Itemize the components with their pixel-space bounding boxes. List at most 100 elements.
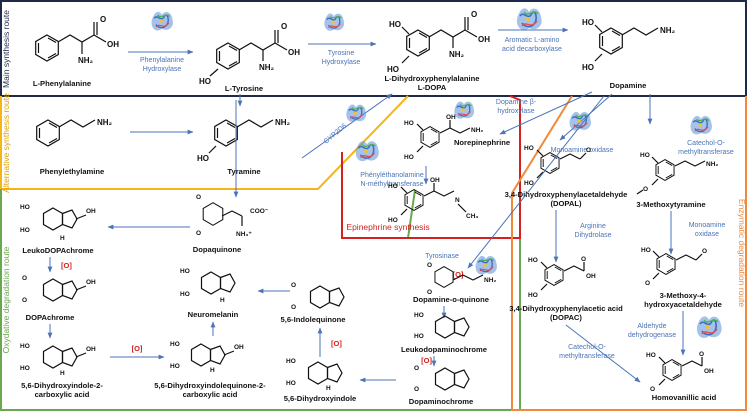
svg-text:HO: HO: [528, 257, 538, 264]
mao2-label-1: Monoamine: [689, 222, 726, 229]
oxidative-route-frame: [0, 189, 521, 411]
svg-text:OH: OH: [234, 344, 244, 351]
ox-label-3: [O]: [331, 339, 342, 348]
svg-text:OH: OH: [107, 40, 119, 49]
svg-text:O: O: [643, 186, 648, 193]
svg-text:HO: HO: [286, 380, 296, 387]
neuromelanin-structure: HO HO H: [180, 268, 236, 304]
svg-text:HO: HO: [389, 20, 401, 29]
protein-icon: [689, 115, 713, 136]
mhpa-label-1: 3-Methoxy-4-: [660, 291, 707, 300]
mao1-label: Monoamine oxidase: [551, 147, 614, 154]
svg-text:O: O: [281, 22, 287, 31]
protein-icon: [323, 12, 345, 32]
enzymatic-route-frame: [511, 95, 747, 411]
svg-text:HO: HO: [414, 333, 424, 340]
protein-icon: [345, 103, 367, 123]
oxidative-route-label: Oxydative degradation route: [1, 246, 11, 353]
svg-text:O: O: [414, 365, 419, 372]
comt1-label-2: methyltransferase: [678, 149, 734, 156]
methoxytyramine-structure: HO O NH₂: [636, 152, 718, 195]
svg-text:NH₂: NH₂: [259, 63, 275, 72]
svg-text:H: H: [210, 367, 215, 374]
ldopa-structure: HO HO O OH NH₂: [387, 10, 490, 74]
tyrosine-structure: HO O OH NH₂: [199, 22, 300, 86]
dopamine-oquinone-structure: O O NH₂: [427, 262, 496, 296]
svg-text:O: O: [196, 230, 201, 237]
ox-label-5: [O]: [421, 356, 432, 365]
ldopa-label: L-Dihydroxyphenylalanine: [385, 74, 480, 83]
svg-text:O: O: [196, 194, 201, 201]
protein-icon: [474, 255, 498, 276]
svg-text:HO: HO: [20, 365, 30, 372]
svg-text:HO: HO: [199, 77, 211, 86]
dhicq-label-1: 5,6-Dihydroxyindolequinone-2-: [154, 381, 266, 390]
epinephrine-structure: HO HO OH N CH₃: [388, 177, 478, 224]
svg-text:O: O: [427, 262, 432, 269]
dhica-label-2: carboxylic acid: [35, 390, 90, 399]
svg-text:NH₂: NH₂: [449, 50, 465, 59]
phenylalanine-structure: O OH NH₂: [35, 15, 119, 65]
ox-label-2: [O]: [132, 344, 143, 353]
svg-text:HO: HO: [414, 312, 424, 319]
dopamine-label: Dopamine: [610, 81, 647, 90]
indolequinone-structure: O O: [291, 282, 345, 311]
protein-icon: [696, 315, 723, 339]
dopac-to-hva-arrow: [565, 324, 641, 383]
svg-text:CH₃: CH₃: [466, 213, 478, 220]
dopachrome-structure: O O OH: [22, 275, 96, 304]
svg-text:H: H: [60, 370, 65, 377]
pnmt-label-1: Phényléthanolamine: [360, 172, 424, 179]
svg-text:acid decarboxylase: acid decarboxylase: [502, 46, 562, 53]
svg-text:O: O: [645, 280, 650, 287]
ldopa-abbr-label: L-DOPA: [418, 83, 447, 92]
svg-text:NH₂: NH₂: [97, 118, 113, 127]
svg-text:HO: HO: [388, 217, 398, 224]
aldh-label-1: Aldehyde: [637, 323, 666, 330]
svg-text:NH₂: NH₂: [471, 127, 483, 134]
svg-text:HO: HO: [20, 204, 30, 211]
pah-enzyme: Phenylalanine Hydroxylase: [128, 11, 194, 73]
svg-text:HO: HO: [170, 341, 180, 348]
svg-text:OH: OH: [704, 368, 714, 375]
neuromelanin-label: Neuromelanin: [188, 310, 239, 319]
dhica-structure: HO HO H OH: [20, 343, 96, 377]
svg-text:HO: HO: [528, 292, 538, 299]
svg-text:HO: HO: [582, 18, 594, 27]
dopamine-oquinone-label: Dopamine-o-quinone: [413, 295, 489, 304]
svg-text:HO: HO: [640, 152, 650, 159]
methoxytyramine-label: 3-Methoxytyramine: [636, 200, 705, 209]
ox-label-1: [O]: [61, 261, 72, 270]
dopaminochrome-structure: O O: [414, 365, 470, 393]
svg-text:OH: OH: [586, 273, 596, 280]
svg-text:HO: HO: [641, 247, 651, 254]
phenylalanine-label: L-Phenylalanine: [33, 79, 91, 88]
svg-text:NH₂: NH₂: [484, 277, 496, 284]
dopamine-to-oquinone-arrow: [467, 95, 605, 269]
svg-text:Tyrosine: Tyrosine: [328, 50, 355, 57]
svg-text:H: H: [220, 297, 225, 304]
svg-text:OH: OH: [478, 35, 490, 44]
svg-text:O: O: [699, 351, 704, 358]
leukodopachrome-label: LeukoDOPAchrome: [22, 246, 93, 255]
indolequinone-label: 5,6-Indolequinone: [281, 315, 346, 324]
tyramine-structure: HO NH₂: [197, 118, 291, 163]
svg-text:HO: HO: [20, 227, 30, 234]
protein-icon: [453, 100, 475, 120]
svg-text:O: O: [586, 147, 591, 154]
dhicq-structure: HO HO H OH: [170, 341, 244, 374]
main-route-frame: [0, 0, 747, 97]
svg-text:HO: HO: [524, 180, 534, 187]
svg-text:HO: HO: [404, 120, 414, 127]
svg-text:N: N: [455, 197, 460, 204]
svg-text:HO: HO: [646, 352, 656, 359]
dbh-label-1: Dopamine β-: [496, 99, 537, 106]
svg-text:NH₂: NH₂: [78, 56, 94, 65]
dhicq-label-2: carboxylic acid: [183, 390, 238, 399]
svg-text:OH: OH: [446, 114, 456, 121]
dhica-label-1: 5,6-Dihydroxyindole-2-: [21, 381, 103, 390]
epinephrine-route-label: Epinephrine synthesis: [346, 222, 429, 232]
phenylethylamine-label: Phenylethylamine: [40, 167, 105, 176]
svg-text:HO: HO: [180, 291, 190, 298]
